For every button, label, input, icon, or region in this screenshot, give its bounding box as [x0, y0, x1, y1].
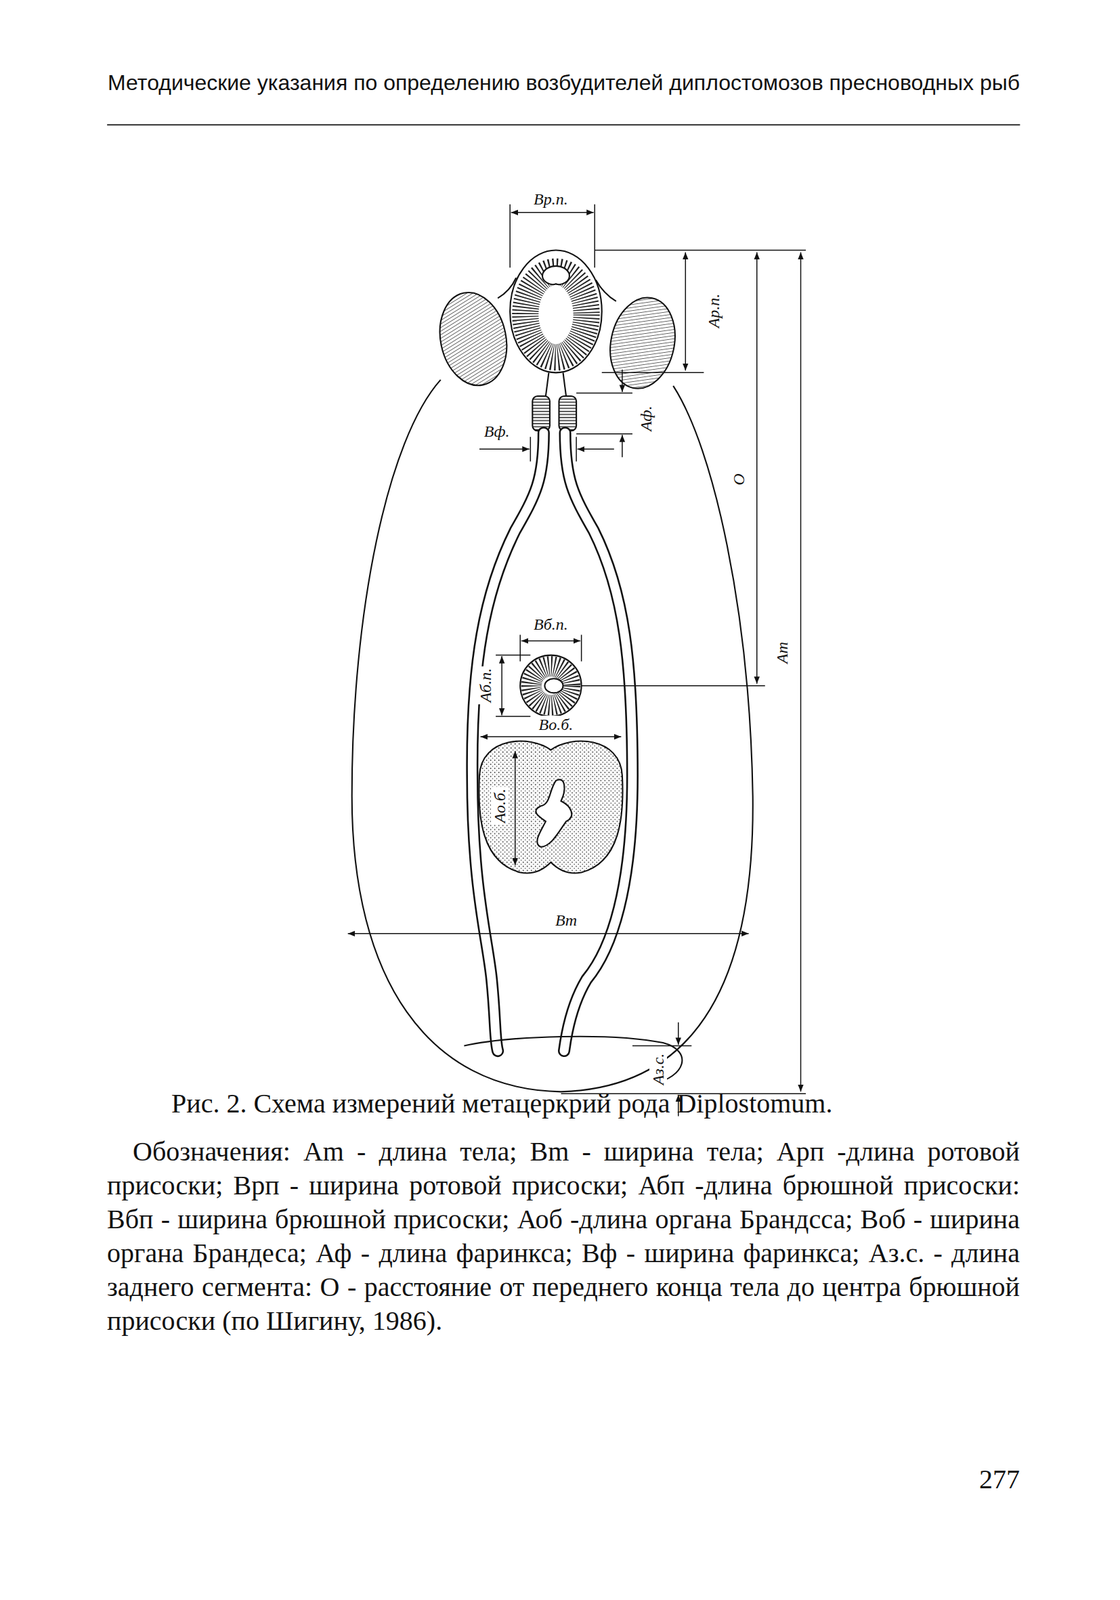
page-number: 277: [880, 1466, 1020, 1494]
legend-text: Обозначения: Am - длина тела; Bm - ширин…: [106, 1134, 1020, 1339]
dimension-label: Вр.п.: [531, 190, 571, 208]
running-header: Методические указания по определению воз…: [106, 70, 1020, 95]
dimension-label: Ао.б.: [490, 786, 509, 825]
dimension-label: О: [729, 471, 748, 487]
dimension-label: Аб.п.: [476, 666, 495, 705]
dimension-label: Вф.: [482, 422, 512, 441]
dimension-label: Ар.п.: [704, 291, 723, 331]
dimension-label: Am: [773, 639, 791, 666]
dimension-label: Вб.п.: [531, 615, 571, 634]
dimension-label: Аф.: [637, 403, 655, 433]
dimension-label: Аз.с.: [649, 1050, 667, 1087]
dimension-label: Bm: [553, 911, 579, 930]
figure-caption: Рис. 2. Схема измерений метацеркрий рода…: [106, 1086, 1020, 1121]
dimension-label: Во.б.: [536, 715, 576, 734]
